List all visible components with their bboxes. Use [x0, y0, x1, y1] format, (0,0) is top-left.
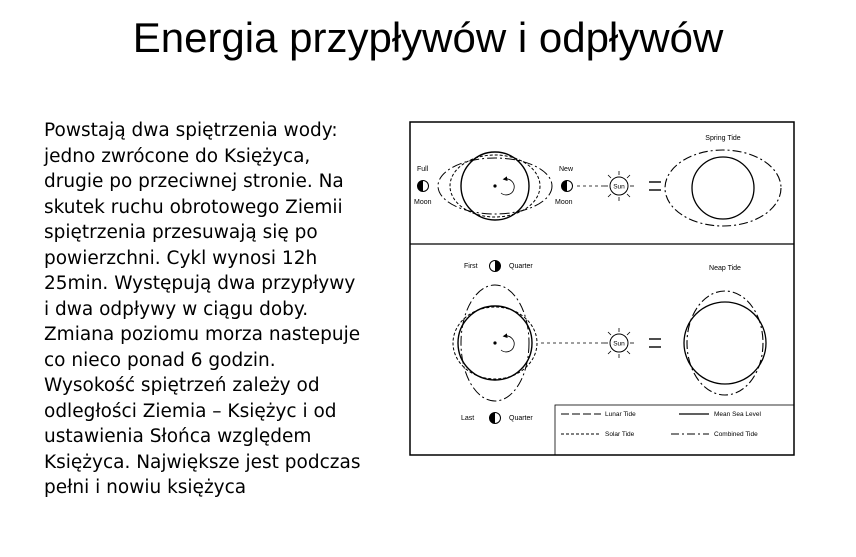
rotation-arrow-neap — [500, 333, 515, 353]
legend-solar-label: Solar Tide — [605, 431, 635, 438]
text-line: ustawienia Słońca względem — [44, 426, 312, 447]
solar-tide-ellipse — [449, 154, 541, 218]
spring-result-earth — [691, 156, 755, 220]
legend: Lunar Tide Mean Sea Level Solar Tide Com… — [554, 404, 795, 456]
neap-result-earth — [683, 301, 767, 385]
text-line: Wysokość spiętrzeń zależy od — [44, 375, 320, 396]
text-line: co nieco ponad 6 godzin. — [44, 349, 276, 371]
neap-tide-panel: First Quarter Last Quarter Sun Neap Tide — [452, 260, 767, 424]
legend-lunar-label: Lunar Tide — [605, 411, 636, 418]
earth-center-neap — [493, 341, 497, 345]
text-line: drugie po przeciwnej stronie. Na — [44, 171, 344, 192]
text-line: Zmiana poziomu morza nastepuje — [44, 324, 361, 345]
rotation-arrow — [500, 176, 515, 196]
text-line: Powstają dwa spiętrzenia wody: — [44, 120, 338, 141]
text-line: Księżyca. Największe jest podczas — [44, 451, 361, 473]
sun-icon-neap: Sun — [604, 328, 634, 358]
first-quarter-label-1: First — [464, 263, 478, 270]
last-quarter-shade — [489, 412, 495, 424]
equals-sign-neap — [649, 338, 661, 348]
lunar-tide-ellipse — [460, 284, 530, 402]
spring-tide-panel: Full Moon New Moon Sun Spring Tide — [414, 135, 782, 227]
new-moon-label-1: New — [559, 166, 574, 173]
text-line: 25min. Występują dwa przypływy — [44, 273, 356, 294]
text-line: pełni i nowiu księżyca — [44, 477, 247, 498]
text-line: skutek ruchu obrotowego Ziemii — [44, 196, 343, 218]
sun-label: Sun — [613, 184, 625, 191]
sun-label-neap: Sun — [613, 341, 625, 348]
text-line: jedno zwrócone do Księżyca, — [44, 145, 311, 167]
explanation-text: Powstają dwa spiętrzenia wody: jedno zwr… — [44, 118, 416, 501]
sun-icon: Sun — [604, 171, 634, 201]
combined-tide-ellipse — [437, 157, 553, 215]
neap-tide-title: Neap Tide — [709, 265, 741, 272]
last-quarter-label-1: Last — [461, 415, 474, 422]
first-quarter-label-2: Quarter — [509, 263, 533, 270]
page-title: Energia przypływów i odpływów — [132, 14, 724, 61]
legend-mean-label: Mean Sea Level — [714, 411, 762, 418]
spring-tide-title: Spring Tide — [705, 135, 741, 142]
tide-diagram: Full Moon New Moon Sun Spring Tide — [409, 121, 795, 456]
text-line: odległości Ziemia – Księżyc i od — [44, 400, 337, 422]
neap-result-ellipse — [686, 290, 764, 396]
earth-circle — [460, 151, 530, 221]
spring-result-ellipse — [664, 149, 782, 227]
full-moon-label-1: Full — [417, 166, 429, 173]
legend-combined-label: Combined Tide — [714, 431, 758, 438]
new-moon-label-2: Moon — [555, 199, 573, 206]
earth-center — [493, 184, 497, 188]
text-line: spiętrzenia przesuwają się po — [44, 222, 318, 243]
new-moon-shade — [561, 180, 567, 192]
equals-sign — [649, 181, 661, 191]
legend-box — [554, 404, 795, 456]
last-quarter-label-2: Quarter — [509, 415, 533, 422]
full-moon-label-2: Moon — [414, 199, 432, 206]
solar-tide-ellipse-neap — [452, 306, 538, 380]
first-quarter-shade — [495, 260, 501, 272]
earth-circle-neap — [457, 305, 533, 381]
text-line: powierzchni. Cykl wynosi 12h — [44, 247, 318, 269]
full-moon-shade — [417, 180, 423, 192]
text-line: i dwa odpływy w ciągu doby. — [44, 298, 309, 320]
